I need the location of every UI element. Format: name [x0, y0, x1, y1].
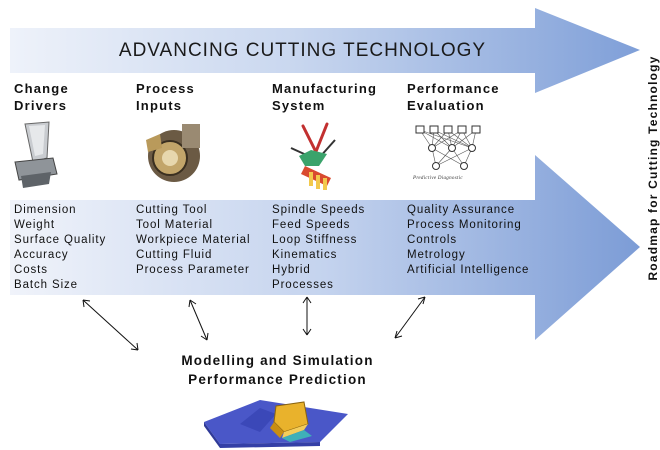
list-item: Kinematics	[272, 249, 338, 261]
list-item: Process Parameter	[136, 264, 250, 276]
top-arrow	[10, 8, 640, 93]
performance-prediction-label: Performance Prediction	[188, 372, 367, 387]
banner-title: ADVANCING CUTTING TECHNOLOGY	[118, 40, 487, 61]
fem-simulation-image	[204, 400, 348, 448]
list-item: Metrology	[407, 249, 466, 261]
list-item: Surface Quality	[14, 234, 107, 246]
list-item: Cutting Tool	[136, 204, 208, 216]
list-item: Batch Size	[14, 279, 78, 291]
list-item: Weight	[14, 219, 55, 231]
list-manufacturing-system: Spindle Speeds Feed Speeds Loop Stiffnes…	[272, 203, 365, 293]
list-item: Cutting Fluid	[136, 249, 213, 261]
list-item: Costs	[14, 264, 48, 276]
list-item: Hybrid	[272, 264, 311, 276]
heading-manufacturing-system: Manufacturing System	[272, 81, 378, 113]
list-item: Workpiece Material	[136, 234, 251, 246]
list-item: Accuracy	[14, 249, 69, 261]
milling-tool-image	[140, 118, 205, 188]
list-performance-evaluation: Quality Assurance Process Monitoring Con…	[407, 203, 529, 278]
list-item: Artificial Intelligence	[407, 264, 530, 276]
neural-network-caption: Predictive Diagnostic	[413, 176, 463, 181]
list-item: Process Monitoring	[407, 219, 522, 231]
list-item: Processes	[272, 279, 334, 291]
main-arrow	[10, 155, 640, 340]
turbine-blade-image	[5, 118, 67, 190]
heading-process-inputs: Process Inputs	[136, 81, 195, 113]
hexapod-machine-image	[283, 120, 345, 192]
list-process-inputs: Cutting Tool Tool Material Workpiece Mat…	[136, 203, 250, 278]
list-item: Tool Material	[136, 219, 213, 231]
neural-network-image	[412, 122, 492, 188]
list-change-drivers: Dimension Weight Surface Quality Accurac…	[14, 203, 106, 293]
list-item: Controls	[407, 234, 458, 246]
list-item: Feed Speeds	[272, 219, 351, 231]
heading-change-drivers: Change Drivers	[14, 81, 69, 113]
connector-4	[394, 296, 426, 339]
connector-arrows	[82, 296, 426, 351]
heading-performance-evaluation: Performance Evaluation	[407, 81, 500, 113]
list-item: Loop Stiffness	[272, 234, 358, 246]
list-item: Spindle Speeds	[272, 204, 366, 216]
connector-2	[189, 299, 208, 341]
list-item: Quality Assurance	[407, 204, 515, 216]
side-title: Roadmap for Cutting Technology	[646, 55, 660, 281]
connector-1	[82, 299, 139, 351]
list-item: Dimension	[14, 204, 77, 216]
modelling-simulation-label: Modelling and Simulation	[181, 353, 374, 368]
